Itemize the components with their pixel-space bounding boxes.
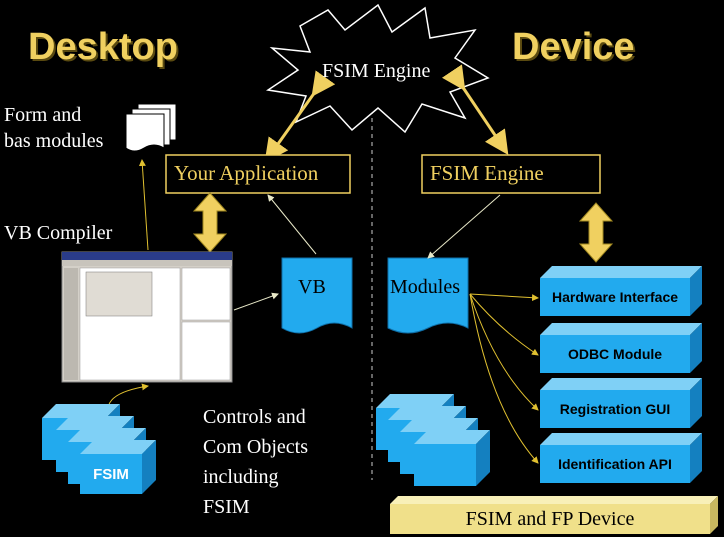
modules-document-shape <box>387 257 469 334</box>
vb-compiler-label: VB Compiler <box>4 222 113 244</box>
identification-api-box: Identification API <box>558 456 672 472</box>
fsim-fp-device-label: FSIM and FP Device <box>465 507 635 530</box>
your-application-label: Your Application <box>174 161 319 185</box>
your-application-box <box>165 154 351 194</box>
app-compiler-double-arrow <box>192 192 228 253</box>
controls-com-objects-label: Controls and Com Objects including FSIM <box>203 406 308 518</box>
registration-gui-box-shape <box>540 378 702 428</box>
modules-fanout-arrows <box>469 293 539 464</box>
ide-to-vb-arrow <box>233 292 279 311</box>
odbc-module-box: ODBC Module <box>567 346 663 362</box>
compiler-to-pages-arrow <box>138 159 149 251</box>
form-modules-label: Form and bas modules <box>4 104 104 152</box>
vb-document-shape <box>281 257 353 334</box>
ide-screenshot <box>61 251 233 383</box>
modules-document-label: Modules <box>390 276 460 298</box>
fsim-cube-label: FSIM <box>93 465 129 483</box>
form-modules-pages-icon <box>125 103 177 152</box>
engine-to-modules-arrow <box>427 194 501 259</box>
star-engine-label: FSIM Engine <box>322 60 431 82</box>
fsim-engine-box <box>421 154 601 194</box>
hardware-interface-box: Hardware Interface <box>551 289 679 305</box>
vb-document-label: VB <box>298 276 326 298</box>
fsim-cubes-stack <box>42 404 156 494</box>
fsim-fp-device-base-shape <box>390 496 718 534</box>
desktop-heading: Desktop <box>28 26 178 68</box>
device-cubes-stack <box>376 394 490 486</box>
vb-to-app-arrow <box>267 194 317 255</box>
star-to-app-arrow <box>264 70 336 163</box>
odbc-module-box-shape <box>540 323 702 373</box>
hardware-interface-box-shape <box>540 266 702 316</box>
device-heading: Device <box>512 26 635 68</box>
fsim-engine-label: FSIM Engine <box>430 161 544 185</box>
registration-gui-box: Registration GUI <box>559 401 671 417</box>
star-to-engine-arrow <box>442 64 509 155</box>
engine-hardware-double-arrow <box>578 202 614 263</box>
identification-api-box-shape <box>540 433 702 483</box>
